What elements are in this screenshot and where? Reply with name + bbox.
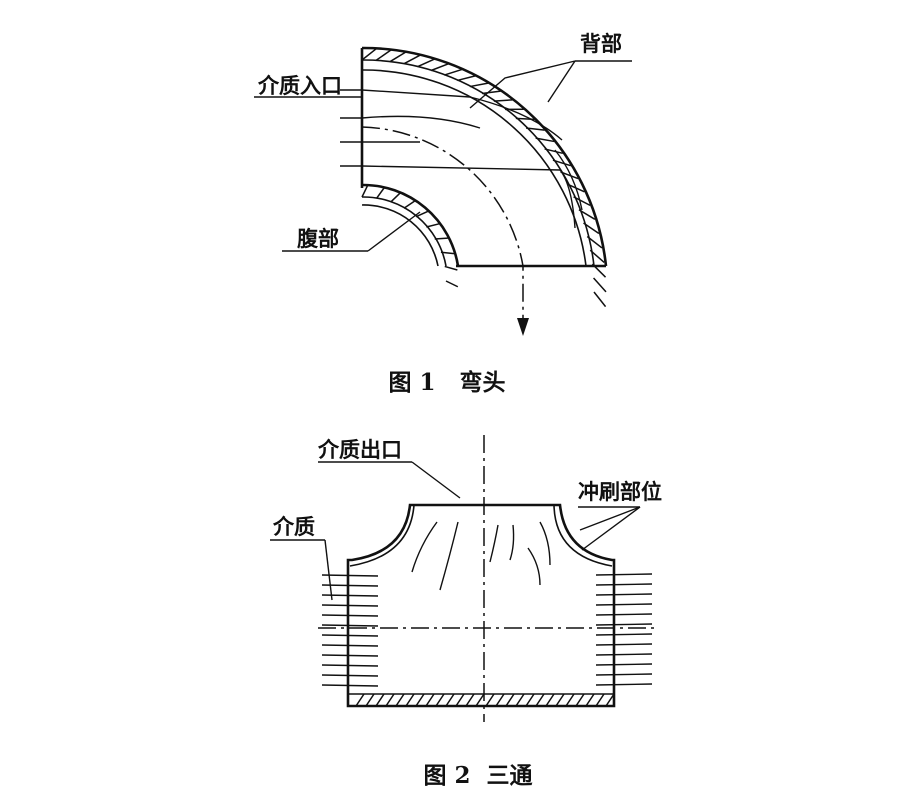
elbow-belly-wall bbox=[361, 183, 460, 288]
elbow-centerline bbox=[361, 126, 524, 318]
elbow-back-wall bbox=[361, 46, 608, 308]
elbow-belly-hatching bbox=[361, 184, 459, 288]
tee-figure: 介质出口 介质 冲刷部位 图 2 三通 bbox=[270, 435, 662, 789]
label-erosion-area: 冲刷部位 bbox=[578, 480, 662, 504]
tee-leaders bbox=[270, 461, 641, 601]
label-belly: 腹部 bbox=[297, 227, 339, 251]
label-medium-inlet: 介质入口 bbox=[257, 74, 342, 98]
label-medium: 介质 bbox=[272, 515, 315, 539]
elbow-figure: 背部 介质入口 腹部 图 1 弯头 bbox=[254, 32, 632, 396]
tee-swirl-lines bbox=[411, 521, 551, 591]
elbow-leaders bbox=[254, 60, 632, 252]
elbow-flow-lines bbox=[340, 89, 583, 229]
elbow-back-hatching bbox=[361, 47, 607, 308]
label-back: 背部 bbox=[580, 32, 622, 56]
tee-bottom-wall bbox=[348, 693, 615, 707]
tee-outline bbox=[346, 503, 616, 708]
elbow-outlet-arrow bbox=[517, 318, 529, 336]
tee-inflow-lines bbox=[321, 573, 653, 687]
label-medium-outlet: 介质出口 bbox=[317, 438, 402, 462]
figure2-caption: 图 2 三通 bbox=[423, 762, 532, 789]
figure1-caption: 图 1 弯头 bbox=[388, 369, 505, 396]
